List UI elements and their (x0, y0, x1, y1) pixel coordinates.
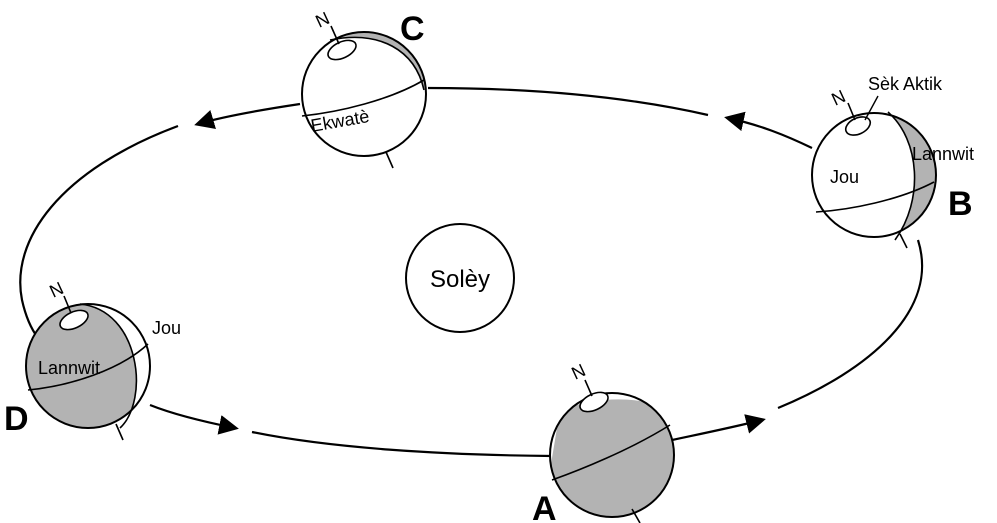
orbit-segment-a-to-b (671, 414, 766, 442)
earth-position-d: N Lannwit Jou D (4, 278, 181, 441)
earth-c-north-label: N (312, 8, 332, 32)
earth-d-day-label: Jou (152, 318, 181, 338)
earth-d-north-label: N (46, 278, 66, 302)
earth-b-arctic-label: Sèk Aktik (868, 74, 943, 94)
position-letter-b: B (948, 185, 973, 223)
orbit-segment-c-to-d (19, 124, 179, 339)
earth-c-body (302, 32, 426, 156)
orbit-segment-b-to-c-2 (427, 86, 709, 117)
orbit-segment-b-to-c (724, 111, 813, 149)
position-letter-d: D (4, 400, 29, 438)
orbit-segment-a-to-b-2 (777, 239, 924, 410)
earth-c-equator (301, 79, 425, 117)
earth-position-a: N A (532, 360, 675, 523)
earth-b-north-label: N (828, 86, 848, 110)
sun: Solèy (405, 223, 515, 333)
earth-b-equator (815, 181, 935, 213)
earth-b-axis-top (847, 102, 856, 121)
sun-circle (405, 223, 515, 333)
earth-a-outline (549, 392, 675, 518)
earth-b-axis-bottom (899, 233, 908, 249)
earth-b-day-label: Jou (830, 167, 859, 187)
earth-d-night-label: Lannwit (38, 358, 100, 378)
earth-c-axis-top (330, 25, 340, 45)
orbit-segment-d-to-a-2 (251, 430, 553, 458)
position-letter-a: A (532, 490, 557, 523)
sun-label: Solèy (430, 266, 490, 293)
earth-d-axis-bottom (115, 423, 124, 441)
earth-position-c: N Ekwatè C (301, 8, 427, 169)
position-letter-c: C (400, 10, 425, 48)
earth-d-night-shade (26, 304, 137, 428)
earth-c-terminator (329, 36, 425, 91)
earth-a-equator (551, 424, 671, 481)
earth-b-outline (811, 112, 937, 238)
earth-a-night-shade (550, 399, 674, 517)
earth-a-axis-top (584, 379, 593, 397)
earth-c-axis-bottom (385, 151, 394, 169)
earth-position-b: N Sèk Aktik Lannwit Jou B (811, 74, 974, 249)
earth-b-arctic-leader (864, 95, 879, 121)
earth-d-outline (25, 303, 151, 429)
earth-d-axis-top (63, 295, 72, 314)
earth-b-body (812, 113, 936, 237)
earth-b-night-label: Lannwit (912, 144, 974, 164)
orbit-segment-c-arrow (194, 102, 301, 129)
earth-a-axis-bottom (631, 508, 641, 523)
earth-d-equator (27, 343, 149, 391)
earth-b-terminator (887, 111, 916, 241)
orbit-segment-d-to-a (149, 403, 239, 435)
earth-d-terminator (79, 303, 138, 429)
earth-c-outline (301, 31, 427, 157)
